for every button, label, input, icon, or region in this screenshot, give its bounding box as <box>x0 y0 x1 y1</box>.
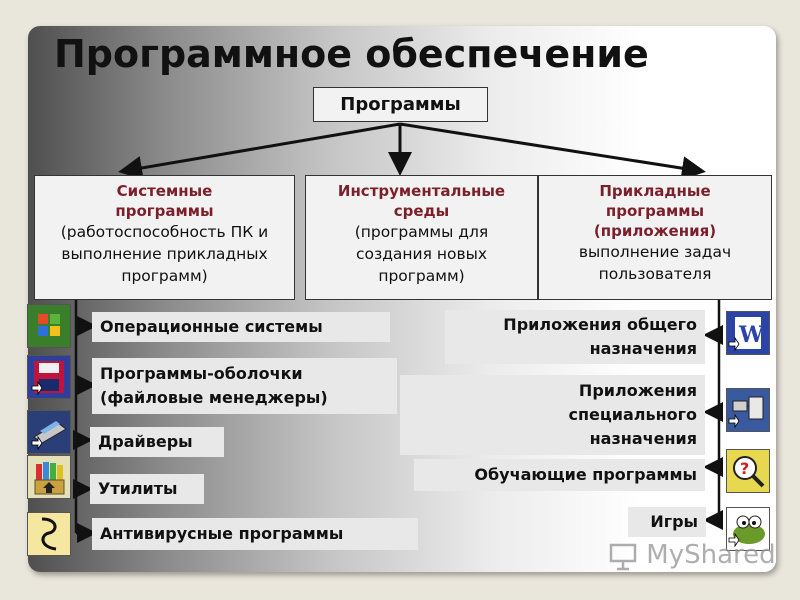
presentation-board-icon <box>609 543 637 570</box>
category-description: (работоспособность ПК и выполнение прикл… <box>60 223 269 285</box>
word-document-icon: W <box>726 311 770 355</box>
search-help-icon: ? <box>726 449 770 493</box>
watermark-text: MyShared <box>646 540 776 570</box>
svg-text:?: ? <box>740 459 749 478</box>
item-games: Игры <box>628 507 706 537</box>
scanner-icon <box>27 410 71 454</box>
item-antivirus: Антивирусные программы <box>92 518 418 550</box>
item-drivers: Драйверы <box>90 427 224 457</box>
utilities-box-icon <box>27 455 71 499</box>
arrow-to-system <box>118 122 401 180</box>
windows-logo-icon <box>27 304 71 348</box>
antivirus-icon <box>27 512 71 556</box>
root-programs-box: Программы <box>313 87 488 122</box>
category-applied-programs: Прикладные программы (приложения) выполн… <box>538 175 772 300</box>
item-utilities: Утилиты <box>90 474 204 504</box>
floppy-disk-icon <box>27 355 71 399</box>
game-icon <box>726 507 770 551</box>
network-icon <box>726 388 770 432</box>
category-tool-environments: Инструментальные среды (программы для со… <box>305 175 538 300</box>
page-title: Программное обеспечение <box>54 32 649 76</box>
item-special-apps: Приложения специального назначения <box>400 375 705 455</box>
item-general-apps: Приложения общего назначения <box>445 310 705 364</box>
item-shell-programs: Программы-оболочки (файловые менеджеры) <box>92 358 397 414</box>
item-learning-programs: Обучающие программы <box>414 459 705 491</box>
category-heading: Прикладные программы (приложения) <box>593 182 717 240</box>
category-system-programs: Системные программы (работоспособность П… <box>34 175 295 300</box>
item-operating-systems: Операционные системы <box>92 312 390 342</box>
category-heading: Системные программы <box>115 182 214 220</box>
category-description: выполнение задач пользователя <box>578 243 732 283</box>
category-description: (программы для создания новых программ) <box>354 223 489 285</box>
svg-text:W: W <box>738 322 764 348</box>
arrow-to-applied <box>399 122 706 181</box>
watermark-logo: MyShared <box>608 540 776 571</box>
category-heading: Инструментальные среды <box>337 182 506 220</box>
